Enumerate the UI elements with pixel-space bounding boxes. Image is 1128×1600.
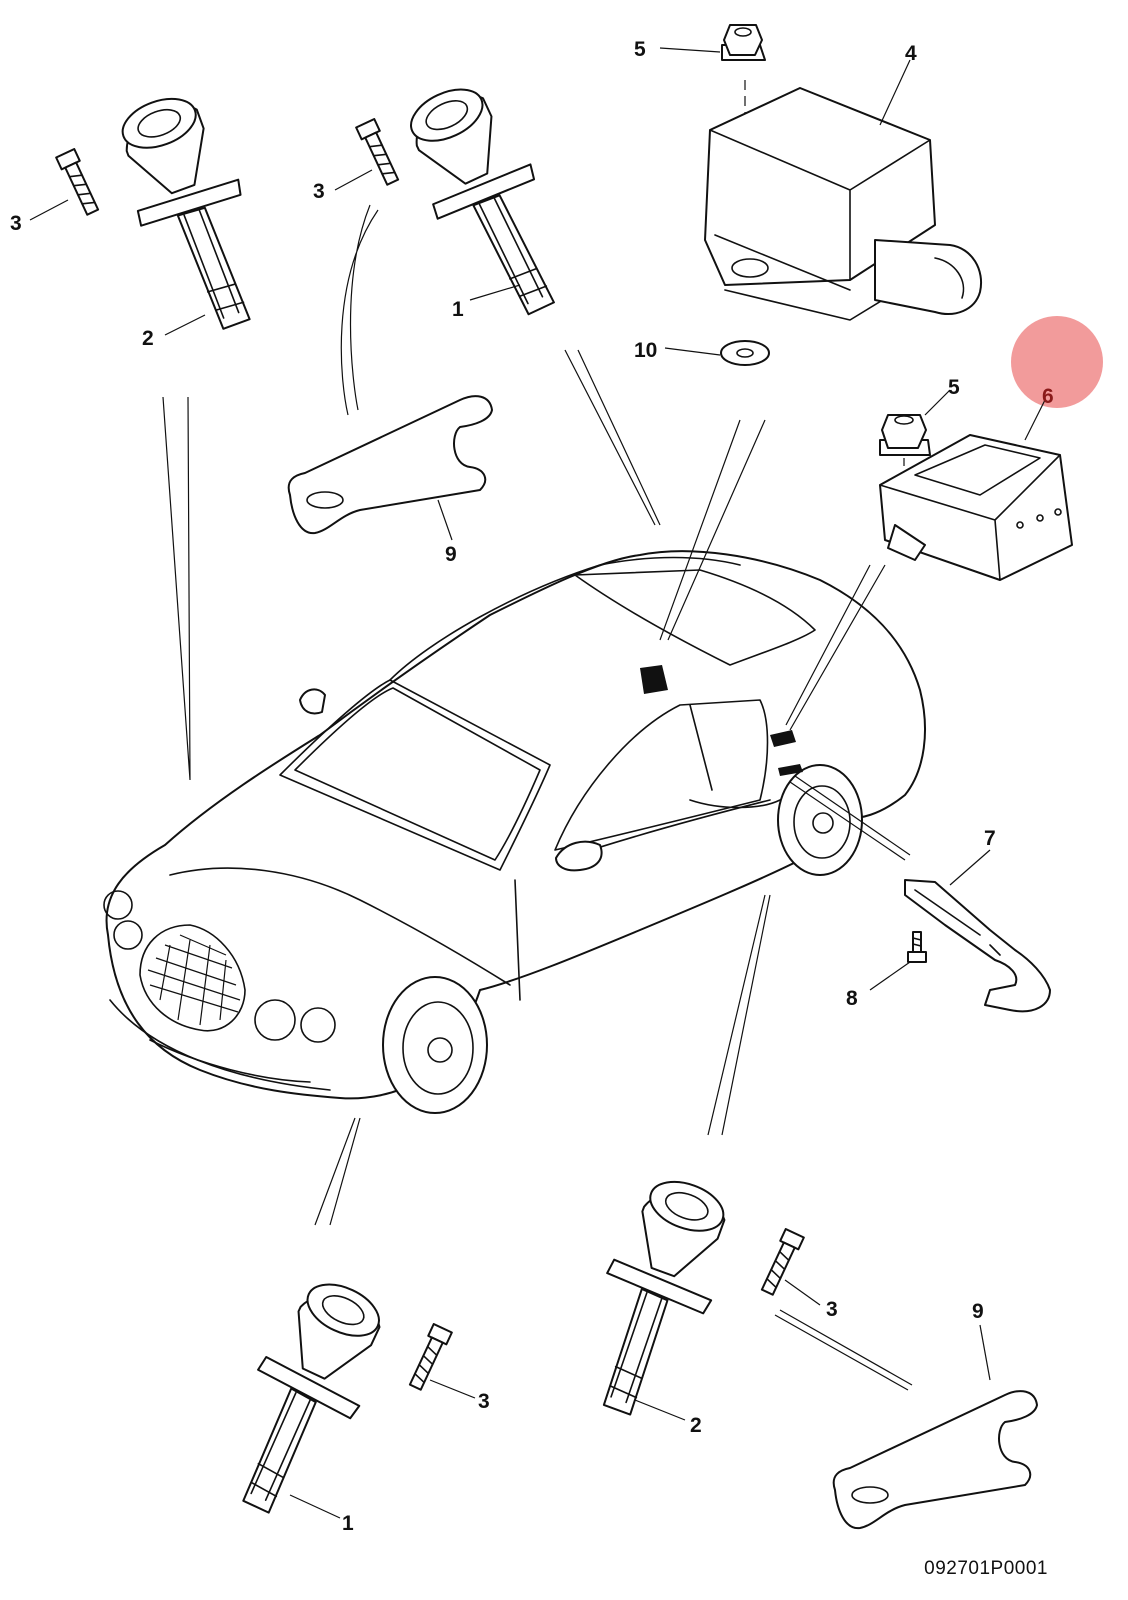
sensor-top-left	[101, 82, 286, 345]
callout-4[interactable]: 4	[905, 42, 917, 65]
harness-7	[904, 879, 1051, 1013]
callout-3[interactable]: 3	[10, 212, 22, 235]
callout-3[interactable]: 3	[826, 1298, 838, 1321]
nut-5-mid	[879, 414, 931, 456]
callout-7[interactable]: 7	[984, 827, 996, 850]
callout-9[interactable]: 9	[972, 1300, 984, 1323]
sensor-bottom-left	[204, 1267, 404, 1530]
callout-6[interactable]: 6	[1042, 385, 1054, 408]
callout-1[interactable]: 1	[342, 1512, 354, 1535]
callout-2[interactable]: 2	[142, 327, 154, 350]
callout-5[interactable]: 5	[948, 376, 960, 399]
car-illustration	[103, 550, 926, 1114]
bracket-bottom	[832, 1390, 1038, 1530]
nut-5-top	[721, 24, 766, 61]
callout-3[interactable]: 3	[478, 1390, 490, 1413]
bolt-bottom-left	[405, 1323, 453, 1393]
callout-9[interactable]: 9	[445, 543, 457, 566]
callout-leaders	[29, 47, 1046, 1519]
callout-3[interactable]: 3	[313, 180, 325, 203]
callout-5[interactable]: 5	[634, 38, 646, 61]
callout-1[interactable]: 1	[452, 298, 464, 321]
washer-10	[720, 340, 770, 366]
sensor-bottom-mid	[563, 1166, 748, 1429]
callout-10[interactable]: 10	[634, 339, 657, 362]
callout-8[interactable]: 8	[846, 987, 858, 1010]
bolt-top-mid	[355, 118, 403, 188]
bolt-bottom-mid	[757, 1228, 805, 1298]
control-unit-4	[704, 87, 983, 321]
reference-code: 092701P0001	[924, 1558, 1048, 1579]
control-unit-6	[879, 434, 1073, 581]
bracket-top	[287, 395, 493, 535]
screw-8	[907, 931, 927, 963]
sensor-top-mid	[389, 70, 589, 333]
leader-lines	[162, 80, 913, 1391]
bolt-top-left	[55, 148, 103, 218]
callout-6-highlight	[1011, 316, 1103, 408]
callout-2[interactable]: 2	[690, 1414, 702, 1437]
